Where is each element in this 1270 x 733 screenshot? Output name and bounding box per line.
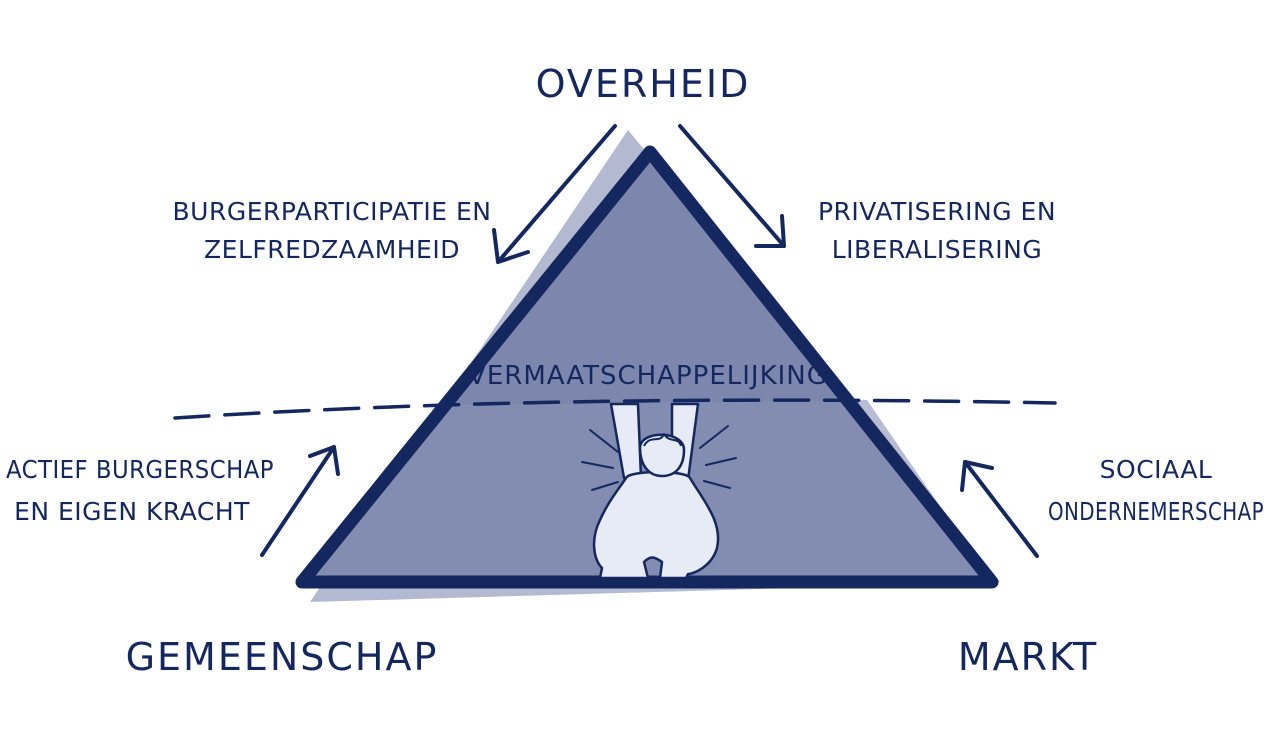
arrow-top-right-icon	[678, 124, 786, 248]
label-bottom-right-line1: SOCIAAL	[1100, 455, 1213, 484]
label-top-right-line1: PRIVATISERING EN	[818, 197, 1056, 226]
crouching-figure	[592, 402, 720, 580]
label-bottom-left-line1: ACTIEF BURGERSCHAP	[6, 455, 274, 484]
center-label: VERMAATSCHAPPELIJKING	[468, 361, 828, 391]
arrow-top-left-icon	[492, 124, 617, 264]
label-bottom-left-line2: EN EIGEN KRACHT	[14, 497, 250, 526]
label-bottom-right-line2: ONDERNEMERSCHAP	[1048, 497, 1264, 526]
dashed-divider-line	[173, 398, 1057, 420]
arrow-bottom-left-icon	[260, 445, 340, 557]
emphasis-lines	[581, 425, 737, 491]
label-top-left-line1: BURGERPARTICIPATIE EN	[173, 197, 492, 226]
triangle-outline	[295, 145, 999, 589]
corner-label-bottom-right: MARKT	[958, 635, 1098, 679]
label-top-right-line2: LIBERALISERING	[832, 235, 1043, 264]
corner-label-bottom-left: GEMEENSCHAP	[126, 635, 439, 679]
arrow-bottom-right-icon	[960, 460, 1039, 558]
corner-label-top: OVERHEID	[536, 62, 751, 106]
label-top-left-line2: ZELFREDZAAMHEID	[204, 235, 460, 264]
